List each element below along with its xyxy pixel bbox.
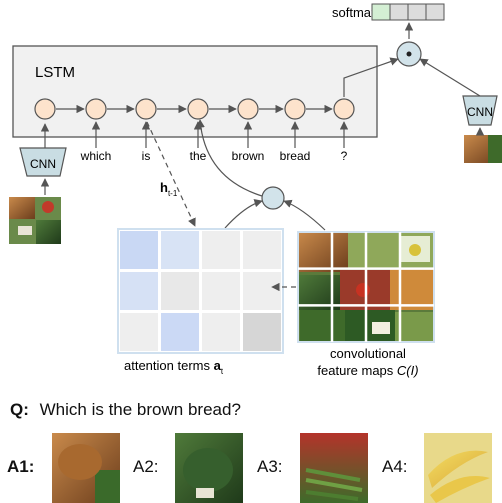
lstm-box [12, 45, 378, 138]
lstm-output-arrow [343, 57, 399, 97]
answer-4-image [424, 433, 492, 503]
attention-cell [161, 313, 199, 351]
answer-1-label: A1: [7, 457, 35, 476]
question-token: brown [232, 149, 265, 163]
attention-cell [243, 272, 281, 310]
context-to-lstm-arrow [196, 119, 263, 197]
attention-to-node-arrow [224, 199, 263, 229]
feature-map-grid [297, 231, 435, 343]
feature-caption-line1: convolutional [330, 346, 406, 361]
question-label: Q: [10, 400, 29, 419]
answer-3-image [300, 433, 368, 503]
attention-combination-node [261, 186, 285, 210]
cnn-label-right: CNN [467, 105, 493, 119]
answer-2-image [175, 433, 243, 503]
hidden-state-arrow [146, 121, 196, 227]
answer-4-label: A4: [382, 457, 408, 476]
question-text: Which is the brown bread? [39, 400, 241, 419]
lstm-node [333, 98, 355, 120]
attention-cell [120, 272, 158, 310]
elementwise-product-node [396, 41, 422, 67]
question-image-thumbnail [9, 197, 61, 244]
image-cnn-output-arrow [419, 58, 481, 97]
lstm-nodes [34, 98, 355, 120]
lstm-label: LSTM [35, 64, 75, 81]
lstm-node [187, 98, 209, 120]
softmax-vector [371, 3, 445, 21]
lstm-node [237, 98, 259, 120]
question-token: the [190, 149, 207, 163]
lstm-node [135, 98, 157, 120]
answer-image-thumbnail [464, 135, 502, 163]
question-token: ? [341, 149, 348, 163]
attention-cell [161, 272, 199, 310]
question-image-cnn: CNN [19, 147, 67, 177]
attention-cell [202, 272, 240, 310]
attention-cell [161, 231, 199, 269]
attention-caption: attention terms at [124, 358, 224, 376]
attention-cell [120, 313, 158, 351]
question-token: is [142, 149, 151, 163]
attention-cell [243, 313, 281, 351]
attention-cell [243, 231, 281, 269]
question-token: bread [280, 149, 311, 163]
lstm-node [34, 98, 56, 120]
answer-3-label: A3: [257, 457, 283, 476]
lstm-node [85, 98, 107, 120]
question: Q: Which is the brown bread? [10, 400, 241, 420]
question-tokens: which is the brown bread? [80, 121, 349, 163]
attention-grid [117, 228, 284, 354]
hidden-state-label: ht-1 [160, 180, 178, 198]
feature-caption-line2: feature maps C(I) [317, 363, 418, 378]
softmax-label: softmax [332, 5, 378, 20]
attention-cell [202, 231, 240, 269]
answer-2-label: A2: [133, 457, 159, 476]
attention-cell [202, 313, 240, 351]
lstm-node [284, 98, 306, 120]
answer-cnn: CNN [462, 95, 498, 126]
answer-1-image [52, 433, 120, 503]
attention-cell [120, 231, 158, 269]
cnn-label-left: CNN [30, 157, 56, 171]
features-to-node-arrow [283, 199, 326, 231]
question-token: which [80, 149, 112, 163]
